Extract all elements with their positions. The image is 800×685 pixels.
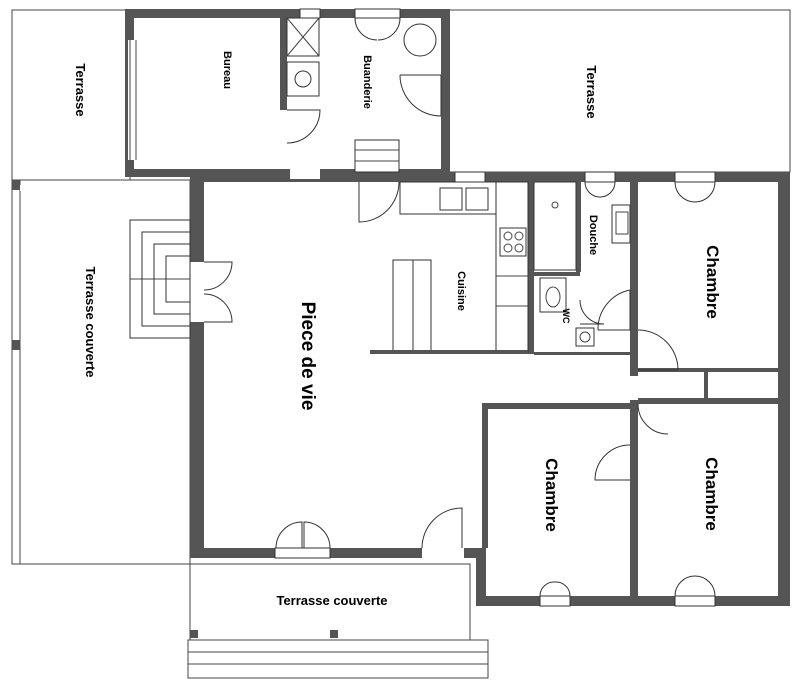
label-douche: Douche (587, 215, 599, 255)
room-labels: Terrasse Bureau Buanderie Terrasse Terra… (73, 51, 722, 608)
label-terrasse-west: Terrasse (73, 63, 88, 116)
label-buanderie: Buanderie (361, 55, 373, 109)
label-terrasse-couverte-west: Terrasse couverte (83, 266, 98, 377)
doors (203, 17, 716, 597)
walls (125, 9, 790, 606)
label-terrasse-east: Terrasse (584, 65, 599, 118)
label-bureau: Bureau (221, 51, 233, 89)
label-chambre-sc: Chambre (542, 458, 561, 532)
label-chambre-se: Chambre (702, 457, 721, 531)
label-wc: WC (561, 309, 571, 324)
stairs (129, 139, 400, 339)
windows (11, 8, 716, 638)
label-terrasse-couverte-south: Terrasse couverte (276, 593, 387, 608)
label-cuisine: Cuisine (455, 271, 467, 311)
label-piece-de-vie: Piece de vie (297, 302, 318, 411)
label-chambre-ne: Chambre (703, 245, 722, 319)
fixtures (286, 17, 634, 355)
